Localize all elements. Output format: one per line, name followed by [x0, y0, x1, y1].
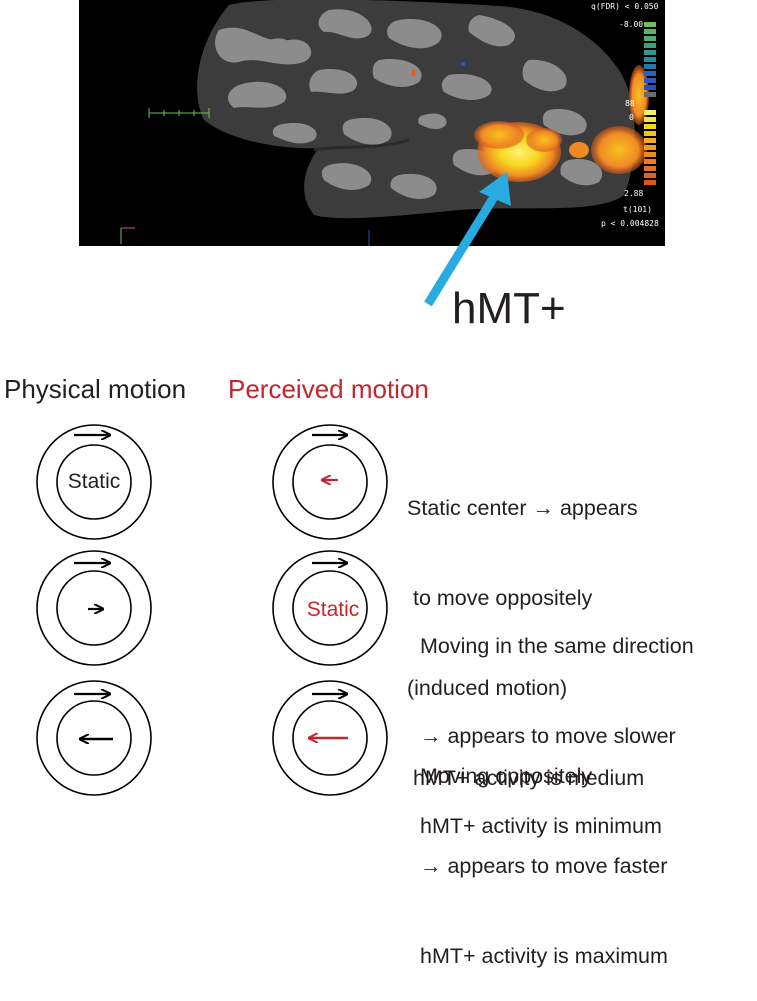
- row2-physical-stimulus: [36, 550, 152, 666]
- row3-description: Moving oppositely → appears to move fast…: [420, 701, 668, 1001]
- hmt-region-label: hMT+: [452, 284, 566, 333]
- colorbar-mid-b: 0: [629, 113, 634, 122]
- motion-diagrams: Static Static: [36, 424, 388, 796]
- scale-marker: [148, 108, 210, 118]
- brain-surface-render: q(FDR) < 0.050 -8.00 88 0: [79, 0, 665, 246]
- row3-perceived-stimulus: [272, 680, 388, 796]
- colorbar-top-label: q(FDR) < 0.050: [591, 2, 659, 11]
- row1-perceived-stimulus: [272, 424, 388, 540]
- row3-physical-stimulus: [36, 680, 152, 796]
- colorbar-p-label: p < 0.004828: [601, 219, 659, 228]
- row2-perceived-center-label: Static: [307, 598, 360, 621]
- row3-line: → appears to move faster: [420, 854, 668, 878]
- axis-gizmo: [120, 227, 370, 246]
- row2-line: Moving in the same direction: [420, 634, 694, 658]
- row2-perceived-stimulus: Static: [272, 550, 388, 666]
- row2-line: → appears to move slower: [420, 724, 676, 748]
- colorbar-stat-label: t(101): [623, 205, 652, 214]
- row3-line: Moving oppositely: [420, 764, 593, 788]
- row1-line: hMT+ activity is medium: [407, 766, 645, 790]
- colorbar: q(FDR) < 0.050 -8.00 88 0: [591, 2, 659, 228]
- row1-physical-stimulus: Static: [36, 424, 152, 540]
- colorbar-mid-a: 88: [625, 99, 635, 108]
- row1-physical-center-label: Static: [68, 470, 121, 493]
- physical-motion-heading: Physical motion: [4, 374, 187, 404]
- row1-line: (induced motion): [407, 676, 568, 700]
- row3-line: hMT+ activity is maximum: [420, 944, 668, 968]
- activation-clusters: [412, 62, 649, 182]
- colorbar-pos-value: 2.88: [624, 189, 643, 198]
- brain-activation-image: q(FDR) < 0.050 -8.00 88 0: [79, 0, 665, 246]
- perceived-motion-heading: Perceived motion: [228, 374, 429, 404]
- colorbar-neg-value: -8.00: [619, 20, 643, 29]
- row2-description: Moving in the same direction → appears t…: [420, 571, 694, 871]
- row1-line: to move oppositely: [407, 586, 593, 610]
- row1-line: Static center → appears: [407, 496, 638, 520]
- row1-description: Static center → appears to move opposite…: [407, 433, 644, 823]
